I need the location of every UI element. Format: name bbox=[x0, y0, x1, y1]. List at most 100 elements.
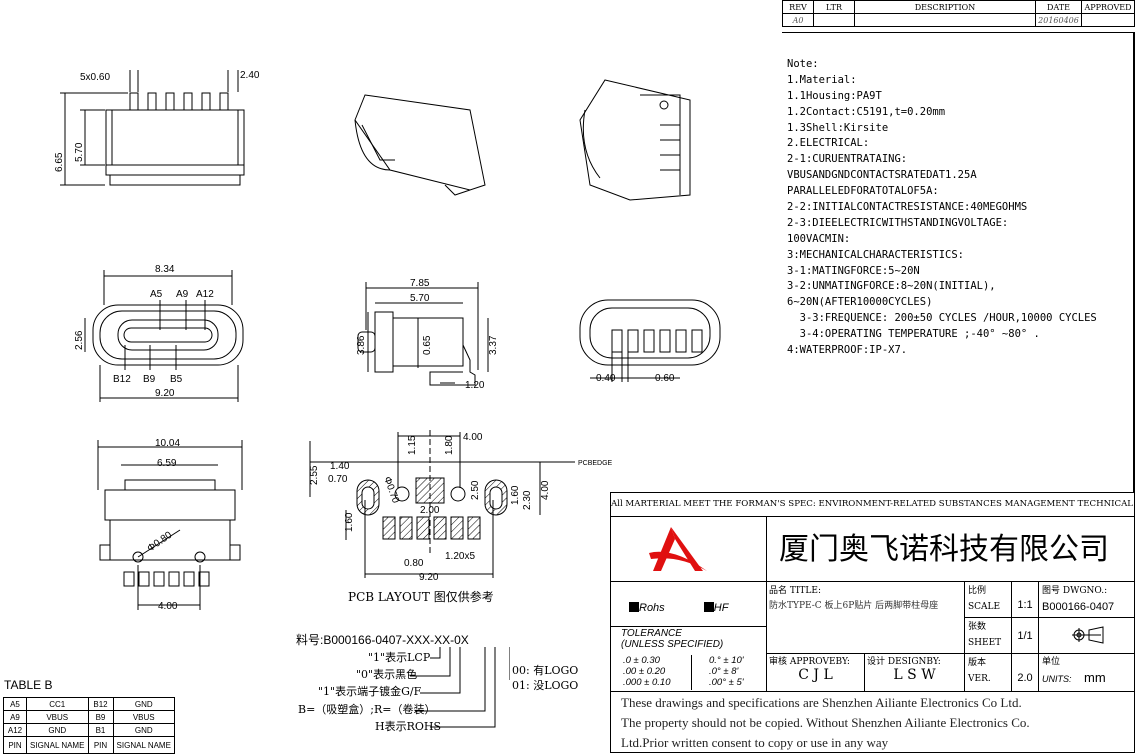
cell: GND bbox=[26, 723, 89, 737]
note-line: 2-1:CURUENTRATAING: bbox=[787, 153, 908, 166]
approve-label: 审核 APPROVEBY: bbox=[769, 657, 850, 667]
bottom-view bbox=[97, 440, 243, 610]
drawing-views: 5x0.60 2.40 6.65 5.70 8.34 A5 A9 A12 2.5… bbox=[54, 70, 721, 612]
dim-label: 1.60 bbox=[344, 512, 355, 532]
product-title: 防水TYPE-C 板上6P贴片 后两脚带柱母座 bbox=[769, 601, 939, 611]
design-label: 设计 DESIGNBY: bbox=[867, 657, 941, 667]
tol-linear: .0 ± 0.30 bbox=[623, 655, 660, 666]
note-line: 6~20N(AFTER10000CYCLES) bbox=[787, 296, 933, 309]
note-line: Note: bbox=[787, 58, 819, 70]
dim-label: 3.86 bbox=[356, 335, 367, 355]
title-label: 品名 TITLE: bbox=[769, 586, 822, 596]
note-line: 3-4:OPERATING TEMPERATURE ;-40° ~80° . bbox=[787, 328, 1040, 341]
description-header: DESCRIPTION bbox=[854, 0, 1036, 14]
dim-label: 0.40 bbox=[596, 373, 616, 384]
legend-plating: "1"表示端子镀金G/F bbox=[318, 685, 422, 698]
cell: B1 bbox=[87, 723, 114, 737]
scale-label: SCALE bbox=[968, 602, 1001, 612]
dim-label: 9.20 bbox=[419, 572, 439, 583]
dim-label: B12 bbox=[113, 374, 131, 385]
units-label: UNITS: bbox=[1042, 674, 1072, 684]
logo-cell bbox=[611, 516, 766, 581]
legend-rohs: H表示ROHS bbox=[375, 720, 442, 733]
design-value: L S W bbox=[893, 667, 936, 683]
pcb-layout bbox=[309, 430, 575, 578]
ltr-header: LTR bbox=[813, 0, 855, 14]
sheet-label: SHEET bbox=[968, 638, 1002, 648]
note-line: 3-3:FREQUENCE: 200±50 CYCLES /HOUR,10000… bbox=[787, 312, 1097, 325]
cell: CC1 bbox=[26, 697, 89, 711]
dim-label: 1.40 bbox=[330, 461, 350, 472]
dim-label: A12 bbox=[196, 289, 214, 300]
tol-angle: 0.° ± 10' bbox=[709, 655, 744, 666]
dim-label: 0.80 bbox=[404, 558, 424, 569]
rev-header: REV bbox=[782, 0, 814, 14]
dim-label: 8.34 bbox=[155, 264, 175, 275]
cell: A12 bbox=[3, 723, 27, 737]
isometric-view-rear bbox=[579, 79, 691, 201]
projection-cell bbox=[1038, 617, 1134, 653]
side-view bbox=[357, 282, 489, 386]
tolerance-subtitle: (UNLESS SPECIFIED) bbox=[621, 639, 724, 650]
dim-label: B5 bbox=[170, 374, 183, 385]
disclaimer-line: These drawings and specifications are Sh… bbox=[621, 695, 1022, 710]
dim-label: 9.20 bbox=[155, 388, 175, 399]
projection-symbol-icon bbox=[1072, 626, 1104, 644]
sheet-label-cell: 张数 SHEET bbox=[964, 617, 1011, 653]
sheet-cn: 张数 bbox=[968, 622, 987, 632]
dwg-label: 图号 DWGNO.: bbox=[1042, 586, 1108, 596]
scale-value: 1:1 bbox=[1011, 581, 1038, 617]
scale-label-cell: 比例 SCALE bbox=[964, 581, 1011, 617]
dim-label: 7.85 bbox=[410, 278, 430, 289]
cell: GND bbox=[112, 697, 175, 711]
note-line: 100VACMIN: bbox=[787, 232, 851, 245]
approve-cell: 审核 APPROVEBY: C J L bbox=[766, 653, 864, 691]
cell: VBUS bbox=[112, 710, 175, 724]
scale-cn: 比例 bbox=[968, 586, 987, 596]
dim-label: 5x0.60 bbox=[80, 72, 110, 83]
dim-label: 2.30 bbox=[522, 490, 533, 510]
cell: VBUS bbox=[26, 710, 89, 724]
cell: A9 bbox=[3, 710, 27, 724]
hf-checkbox bbox=[703, 602, 714, 612]
ltr-value bbox=[813, 13, 855, 27]
legend-logo: 00: 有LOGO bbox=[512, 664, 579, 677]
note-line: VBUSANDGNDCONTACTSRATEDAT1.25A bbox=[787, 169, 977, 182]
tol-linear: .00 ± 0.20 bbox=[623, 666, 666, 677]
rear-view bbox=[579, 299, 721, 382]
top-view bbox=[60, 70, 245, 186]
disclaimer-line: The property should not be copied. Witho… bbox=[621, 715, 1030, 730]
approve-value: C J L bbox=[798, 667, 833, 683]
legend-black: "0"表示黑色 bbox=[356, 668, 418, 681]
dim-label: A9 bbox=[176, 289, 189, 300]
disclaimer-line: Ltd.Prior written consent to copy or use… bbox=[621, 735, 889, 750]
design-cell: 设计 DESIGNBY: L S W bbox=[864, 653, 964, 691]
dim-label: A5 bbox=[150, 289, 163, 300]
cell: GND bbox=[112, 723, 175, 737]
cell: PIN bbox=[3, 736, 27, 754]
dim-label: B9 bbox=[143, 374, 156, 385]
note-line: PARALLELEDFORATOTALOF5A: bbox=[787, 185, 939, 198]
hf-label: HF bbox=[713, 602, 729, 614]
legend-packaging: B=（吸塑盒）;R=（卷装） bbox=[298, 703, 436, 716]
dim-label: 1.20x5 bbox=[445, 551, 475, 562]
cell: SIGNAL NAME bbox=[26, 736, 89, 754]
spec-statement: All MARTERIAL MEET THE FORMAN'S SPEC: EN… bbox=[611, 499, 1134, 509]
rohs-checkbox bbox=[629, 602, 639, 612]
dim-label: 2.00 bbox=[420, 505, 440, 516]
dim-label: 2.55 bbox=[309, 465, 320, 485]
dim-label: 5.70 bbox=[74, 142, 85, 162]
front-view bbox=[84, 270, 244, 402]
cell: A5 bbox=[3, 697, 27, 711]
compliance-cell: Rohs HF bbox=[611, 581, 766, 626]
approved-header: APPROVED bbox=[1081, 0, 1135, 14]
rev-divider bbox=[782, 32, 1135, 33]
legend-lcp: "1"表示LCP bbox=[368, 651, 431, 664]
tol-angle: .0° ± 8' bbox=[709, 666, 739, 677]
disclaimer: These drawings and specifications are Sh… bbox=[611, 691, 1134, 752]
approved-value bbox=[1081, 13, 1135, 27]
rev-value: A0 bbox=[782, 13, 814, 27]
dim-label: 0.65 bbox=[422, 335, 433, 355]
